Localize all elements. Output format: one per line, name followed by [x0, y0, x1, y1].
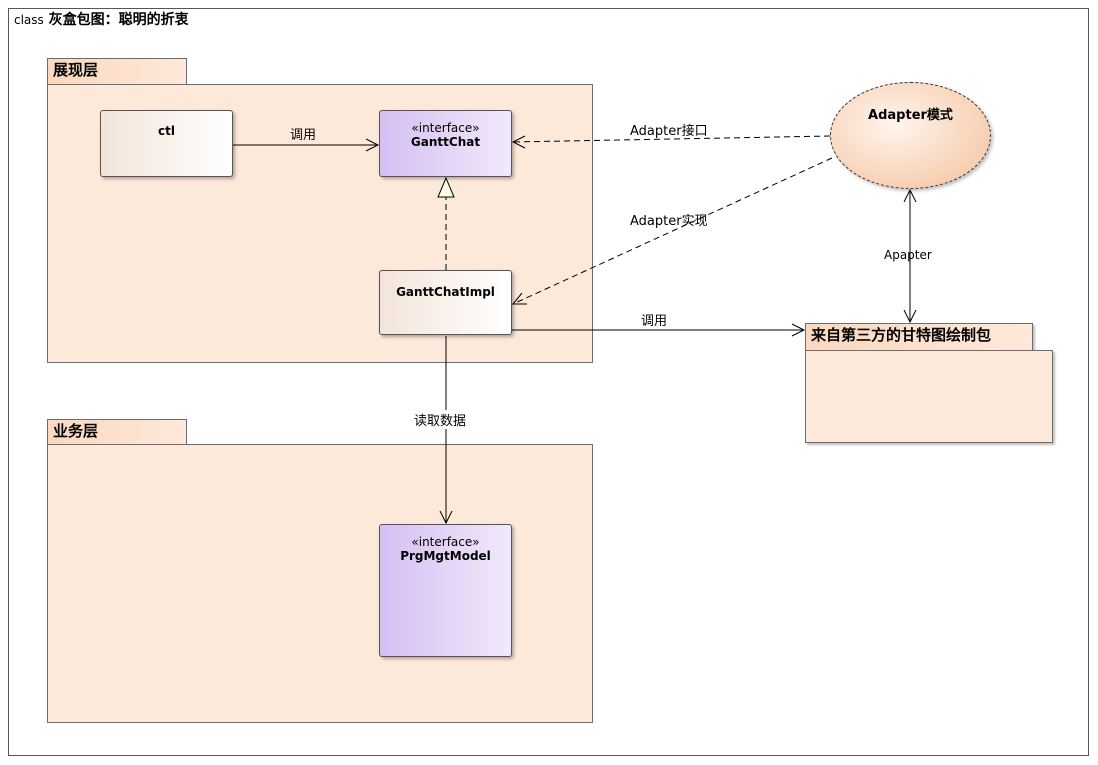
adapter-interface-connector[interactable]: [511, 135, 831, 149]
interface-gantt-chat[interactable]: «interface» GanttChat: [379, 110, 512, 177]
read-data-connector[interactable]: [439, 336, 453, 525]
stereotype-label: «interface»: [411, 535, 480, 549]
call-connector-ctl[interactable]: [233, 138, 380, 152]
package-tab-presentation[interactable]: 展现层: [47, 58, 187, 84]
class-name-gantt-chat-impl: GanttChatImpl: [396, 285, 495, 299]
package-tab-business[interactable]: 业务层: [47, 419, 187, 444]
package-name-presentation: 展现层: [53, 61, 99, 79]
package-name-thirdparty: 来自第三方的甘特图绘制包: [811, 326, 992, 344]
class-name-prg-mgt-model: PrgMgtModel: [400, 549, 491, 563]
connector-label-adapter-impl: Adapter实现: [630, 214, 708, 229]
class-ctl[interactable]: ctl: [100, 110, 233, 177]
connector-label-ctl-call: 调用: [290, 128, 317, 143]
apapter-connector[interactable]: [903, 188, 917, 324]
pattern-adapter[interactable]: Adapter模式: [830, 82, 991, 189]
connector-label-read-data: 读取数据: [414, 410, 467, 429]
call-connector-impl[interactable]: [512, 323, 806, 337]
connector-label-apapter: Apapter: [884, 248, 932, 262]
connector-label-impl-call: 调用: [641, 314, 668, 329]
adapter-impl-connector[interactable]: [511, 157, 833, 305]
diagram-title: class 灰盒包图：聪明的折衷: [8, 8, 189, 35]
package-name-business: 业务层: [53, 422, 99, 440]
diagram-title-text: 灰盒包图：聪明的折衷: [48, 12, 189, 28]
diagram-keyword: class: [14, 13, 44, 27]
package-thirdparty[interactable]: [805, 350, 1053, 443]
diagram-frame: [8, 8, 1089, 756]
pattern-name: Adapter模式: [868, 108, 953, 123]
class-name-gantt-chat: GanttChat: [410, 135, 481, 149]
connector-label-adapter-interface: Adapter接口: [630, 124, 708, 139]
package-tab-thirdparty[interactable]: 来自第三方的甘特图绘制包: [805, 323, 1033, 350]
class-gantt-chat-impl[interactable]: GanttChatImpl: [379, 270, 512, 335]
realization-connector[interactable]: [437, 176, 455, 270]
interface-prg-mgt-model[interactable]: «interface» PrgMgtModel: [379, 524, 512, 657]
stereotype-label: «interface»: [411, 121, 480, 135]
class-name-ctl: ctl: [158, 124, 175, 138]
